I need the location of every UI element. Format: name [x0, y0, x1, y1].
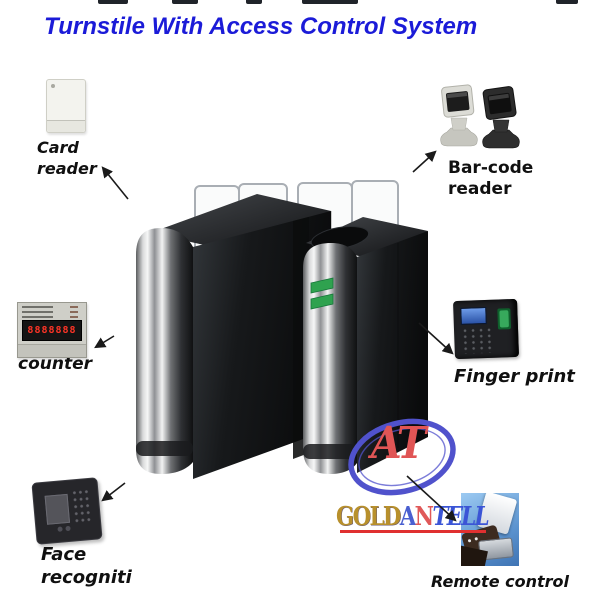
counter-device: 8888888 — [17, 302, 87, 358]
counter-label-print — [22, 316, 82, 318]
logo-word-n: N — [414, 502, 434, 532]
logo-underline — [340, 530, 486, 533]
label-card-reader: Card reader — [37, 138, 97, 178]
camera-dot — [65, 525, 71, 532]
cabinet-front-chrome — [303, 243, 357, 474]
face-recognition-device — [31, 477, 103, 545]
cabinet-base — [136, 441, 193, 456]
device-keypad — [71, 487, 93, 526]
turnstile-cabinet-left — [136, 194, 332, 479]
logo-wordmark: GOLDANTELL — [336, 502, 490, 532]
label-counter: counter — [18, 354, 93, 374]
label-barcode-reader: Bar-code reader — [448, 158, 534, 199]
status-led — [51, 84, 55, 88]
camera-dot — [57, 526, 63, 532]
counter-base — [18, 344, 86, 357]
crop-artifact — [302, 0, 358, 4]
crop-artifact — [246, 0, 262, 4]
logo-word-a: A — [399, 502, 417, 532]
barcode-reader-device — [440, 84, 520, 149]
fingerprint-device — [453, 298, 519, 360]
logo-monogram: AT — [371, 418, 426, 469]
crop-artifact — [98, 0, 128, 4]
label-fingerprint: Finger print — [454, 366, 575, 387]
device-keypad — [460, 326, 494, 354]
crop-artifact — [172, 0, 198, 4]
fingerprint-sensor — [497, 308, 512, 330]
device-screen — [44, 493, 71, 525]
label-remote-control: Remote control — [431, 572, 569, 591]
cabinet-front-chrome — [136, 228, 193, 474]
turnstile-cabinet-right — [303, 217, 428, 474]
crop-artifact — [556, 0, 578, 4]
indicator-light — [310, 277, 334, 294]
barcode-scanner-black — [482, 86, 520, 149]
indicator-light — [310, 293, 334, 310]
cabinet-base — [303, 444, 357, 459]
card-reader-device — [46, 79, 86, 133]
counter-label-print — [22, 306, 82, 308]
page-title: Turnstile With Access Control System — [44, 13, 478, 40]
logo-word-tell: TELL — [432, 502, 489, 532]
device-screen — [460, 306, 487, 325]
counter-led-display: 8888888 — [22, 320, 82, 341]
barcode-scanner-white — [440, 84, 478, 147]
logo-word-gold: GOLD — [336, 502, 401, 532]
remote-control-photo — [461, 493, 519, 566]
counter-label-print — [22, 311, 82, 313]
label-face-recognition: Face recogniti — [41, 544, 132, 588]
card-slot — [47, 120, 85, 132]
